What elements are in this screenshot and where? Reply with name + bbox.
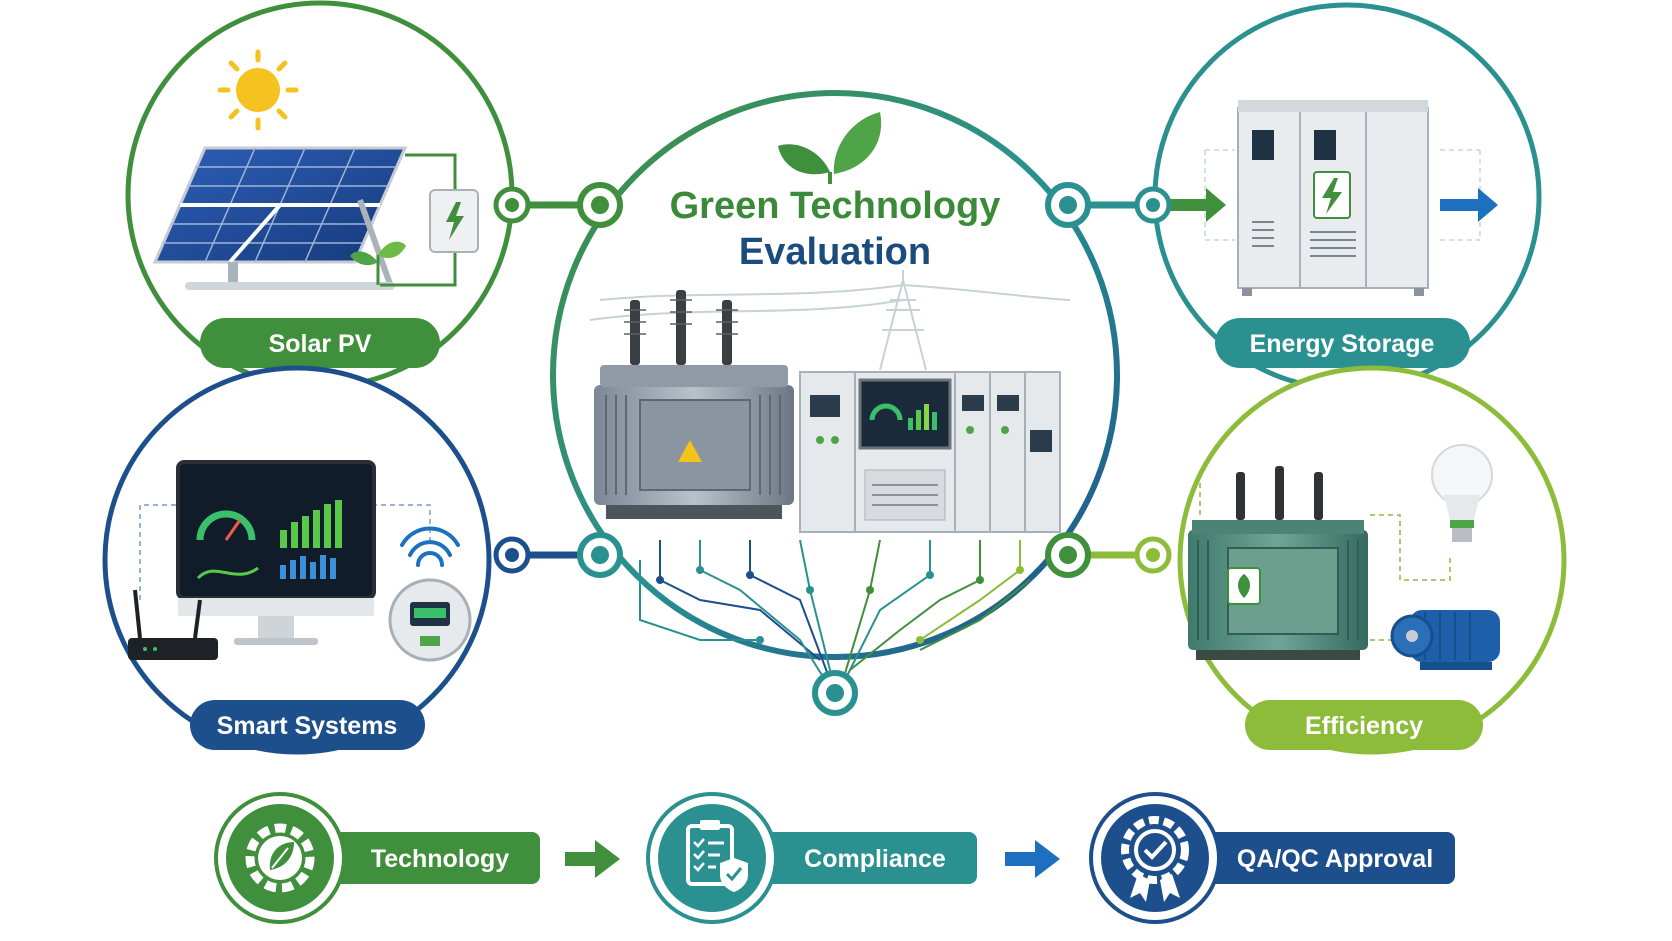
process-arrow-2 — [1005, 840, 1060, 878]
smart-systems-pill — [190, 700, 425, 750]
module-energy-storage[interactable]: Energy Storage — [1134, 2, 1542, 392]
energy-storage-pill — [1215, 318, 1470, 368]
arrow-out-icon — [1440, 188, 1498, 222]
dashed-network-lines — [139, 504, 431, 600]
hub-junction-nodes — [577, 182, 1091, 716]
process-step-qaqc[interactable]: QA/QC Approval — [1089, 792, 1455, 924]
substation-transformer-icon — [594, 290, 794, 519]
process-step-technology[interactable]: Technology — [214, 792, 540, 924]
module-efficiency[interactable]: Efficiency — [1134, 365, 1567, 755]
smart-systems-label: Smart Systems — [217, 712, 398, 740]
sprout-icon — [350, 241, 406, 285]
circuit-nodes — [656, 566, 1024, 644]
electric-motor-icon — [1390, 610, 1500, 670]
dashed-efficiency-lines — [1199, 470, 1451, 641]
process-step-compliance[interactable]: Compliance — [646, 792, 977, 924]
module-solar-pv[interactable]: Solar PV — [125, 0, 531, 390]
qaqc-approval-label: QA/QC Approval — [1237, 845, 1433, 873]
approval-badge-icon — [1121, 816, 1189, 902]
technology-label: Technology — [371, 845, 510, 873]
led-bulb-icon — [1431, 444, 1493, 542]
title-line-1: Green Technology — [670, 185, 1001, 227]
dashboard-screen-icon — [869, 403, 937, 430]
central-evaluation-hub: Green Technology Evaluation — [550, 90, 1120, 716]
solar-pv-pill — [200, 318, 440, 368]
smart-meter-icon — [388, 578, 472, 662]
grid-dashed-lines — [1204, 149, 1481, 241]
leaf-logo-icon — [778, 112, 882, 184]
clipboard-shield-icon — [686, 820, 748, 892]
module-smart-systems[interactable]: Smart Systems — [102, 365, 531, 755]
energy-storage-label: Energy Storage — [1250, 330, 1435, 358]
wifi-icon — [400, 526, 460, 567]
process-arrow-1 — [565, 840, 620, 878]
transformer-motor-icon — [1188, 466, 1368, 660]
efficiency-label: Efficiency — [1305, 712, 1423, 740]
circuit-traces — [639, 539, 1031, 691]
sun-icon — [217, 49, 299, 131]
title-line-2: Evaluation — [739, 231, 931, 273]
switchgear-cabinets-icon — [799, 371, 1061, 533]
solar-panel-icon — [152, 146, 408, 290]
router-icon — [128, 589, 218, 660]
efficiency-pill — [1245, 700, 1483, 750]
arrow-in-icon — [1168, 188, 1226, 222]
battery-cabinet-icon — [1237, 100, 1429, 296]
monitor-dashboard-icon — [176, 460, 376, 645]
leaf-gear-icon — [245, 823, 315, 893]
inverter-box-icon — [380, 153, 479, 287]
compliance-label: Compliance — [804, 845, 946, 873]
solar-pv-label: Solar PV — [269, 330, 372, 358]
